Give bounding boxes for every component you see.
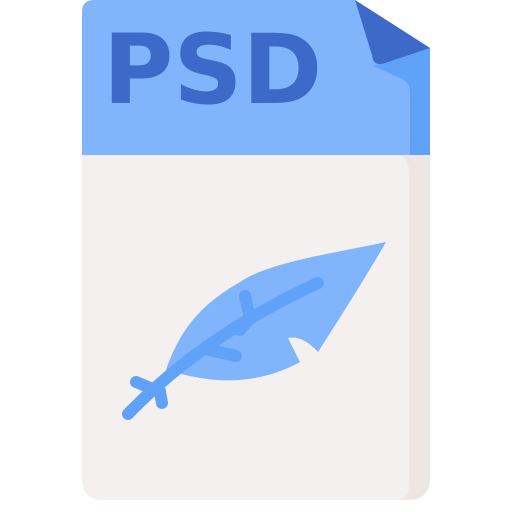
fold-corner-icon — [355, 0, 430, 64]
file-header — [82, 0, 430, 155]
feather-vane — [166, 242, 386, 381]
file-extension-label: PSD — [103, 14, 323, 126]
feather-shaft — [122, 277, 324, 420]
feather-quill-icon — [122, 242, 386, 420]
file-header-shade — [373, 48, 430, 155]
